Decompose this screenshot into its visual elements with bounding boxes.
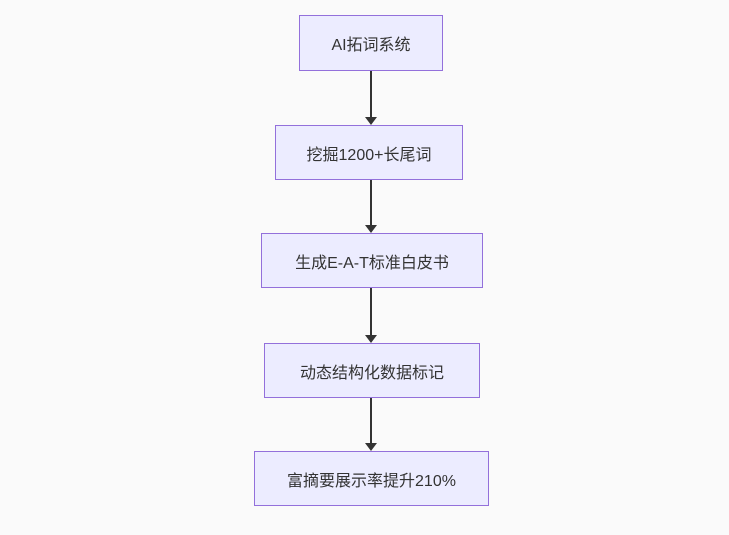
flow-node-label: 生成E-A-T标准白皮书: [295, 254, 449, 272]
flow-arrow-3: [365, 288, 377, 343]
arrow-line: [370, 180, 372, 226]
flow-node-ai-keyword-system: AI拓词系统: [299, 15, 443, 71]
flow-node-label: AI拓词系统: [331, 37, 411, 54]
flow-node-label: 富摘要展示率提升210%: [287, 472, 456, 490]
flow-node-label: 挖掘1200+长尾词: [306, 146, 432, 164]
flow-node-eat-whitepaper: 生成E-A-T标准白皮书: [261, 233, 483, 288]
flow-arrow-2: [365, 180, 377, 233]
arrow-head-down-icon: [365, 225, 377, 233]
flow-node-rich-snippet-result: 富摘要展示率提升210%: [254, 451, 489, 506]
arrow-head-down-icon: [365, 443, 377, 451]
flow-node-longtail-mining: 挖掘1200+长尾词: [275, 125, 463, 180]
arrow-line: [370, 398, 372, 444]
arrow-head-down-icon: [365, 335, 377, 343]
flow-arrow-1: [365, 71, 377, 125]
flow-node-structured-data: 动态结构化数据标记: [264, 343, 480, 398]
flow-node-label: 动态结构化数据标记: [299, 364, 444, 382]
flow-arrow-4: [365, 398, 377, 451]
arrow-line: [370, 71, 372, 118]
arrow-line: [370, 288, 372, 336]
arrow-head-down-icon: [365, 117, 377, 125]
